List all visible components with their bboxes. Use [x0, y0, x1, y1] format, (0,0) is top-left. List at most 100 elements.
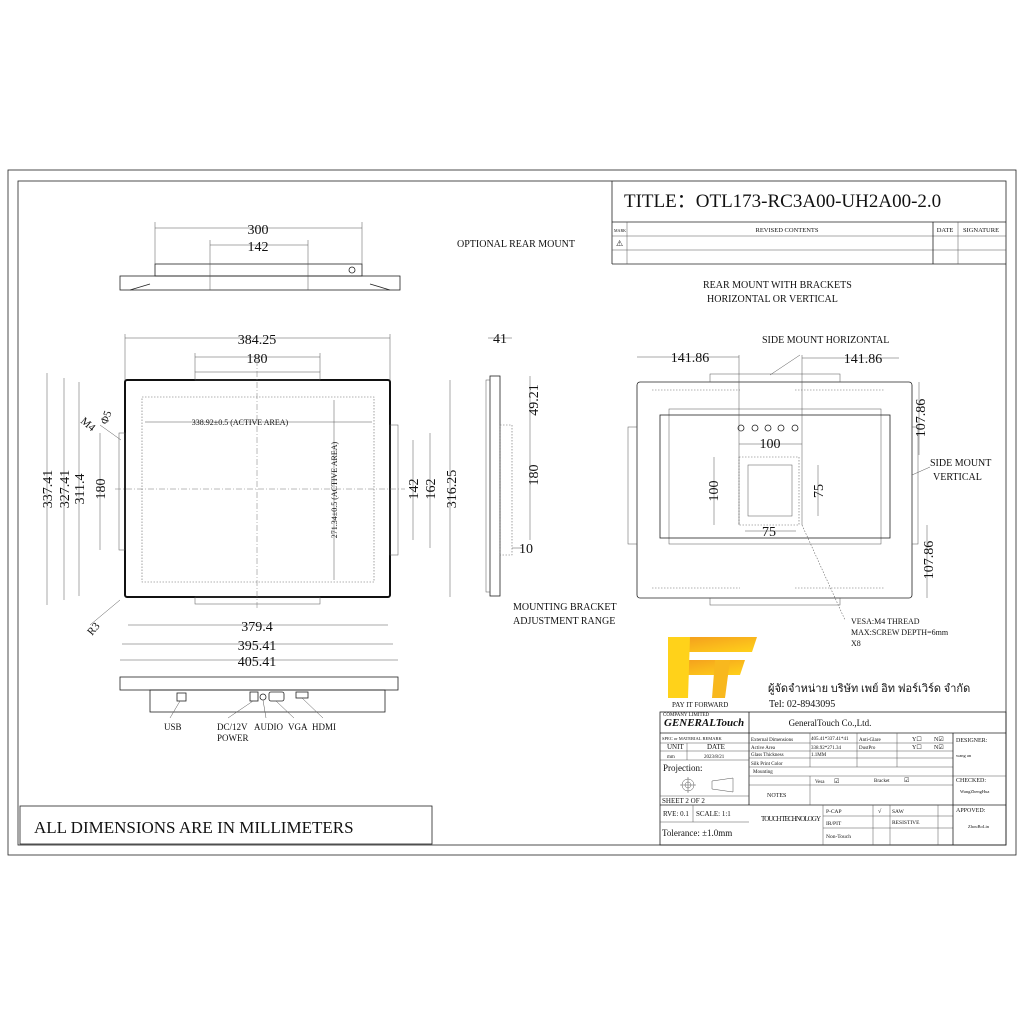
anti-glare-label: Anti-Glare — [859, 738, 881, 743]
active-area-height: 271.34±0.5 (ACTIVE AREA) — [330, 441, 339, 538]
mark-header: MARK — [614, 228, 626, 233]
side-mount-vertical-label-2: VERTICAL — [933, 472, 982, 483]
company-limited-text: COMPANY LIMITED — [663, 713, 710, 718]
projection-symbol-icon — [680, 777, 734, 793]
m4-label: M4 — [78, 415, 98, 434]
dim-300: 300 — [248, 223, 269, 238]
date-value: 2023/8/21 — [704, 755, 725, 760]
rear-mount-label-2: HORIZONTAL OR VERTICAL — [707, 294, 838, 305]
spec-remark-label: SPEC or MATERIAL REMARK — [662, 736, 722, 741]
revision-value: RVE: 0.1 — [663, 810, 689, 818]
dim-180-side: 180 — [527, 465, 542, 486]
dim-10: 10 — [519, 542, 533, 557]
hdmi-port — [295, 691, 309, 699]
resistive-label: RESISTIVE — [892, 820, 920, 826]
company-name: GeneralTouch Co.,Ltd. — [789, 718, 872, 728]
tolerance-value: Tolerance: ±1.0mm — [662, 828, 732, 838]
checked-label: CHECKED: — [956, 778, 986, 784]
bracket-mount-checkbox: ☑ — [904, 777, 909, 784]
units-note: ALL DIMENSIONS ARE IN MILLIMETERS — [34, 818, 354, 837]
optional-rear-mount-label: OPTIONAL REAR MOUNT — [457, 239, 575, 250]
sheet-number: SHEET 2 OF 2 — [662, 797, 705, 805]
signature-header: SIGNATURE — [963, 227, 999, 234]
dim-316-25: 316.25 — [445, 470, 460, 509]
unit-value: mm — [667, 755, 675, 760]
approved-name: ZhouBoLin — [968, 824, 990, 829]
checked-name: WangZhengHua — [960, 789, 989, 794]
power-label: POWER — [217, 733, 249, 743]
notes-label: NOTES — [767, 793, 786, 799]
designer-name: wang an — [956, 753, 972, 758]
dim-141-86-left: 141.86 — [671, 351, 710, 366]
dim-395-41: 395.41 — [238, 639, 277, 654]
units-note-box — [19, 805, 433, 845]
mounting-bracket-label-1: MOUNTING BRACKET — [513, 602, 617, 613]
rear-mount-label-1: REAR MOUNT WITH BRACKETS — [703, 280, 852, 291]
pcap-check: √ — [878, 808, 882, 815]
power-port — [249, 691, 259, 702]
phi5-label: Φ5 — [99, 409, 115, 426]
dim-405-41: 405.41 — [238, 655, 277, 670]
rear-view: 141.86 141.86 100 100 75 75 107.86 107.8… — [627, 335, 991, 648]
pcap-label: P-CAP — [826, 809, 842, 815]
glass-thickness-value: 1.1MM — [811, 753, 827, 758]
connector-view: USB DC/12V POWER AUDIO VGA HDMI — [119, 676, 399, 743]
side-view: 41 49.21 180 10 MOUNTING BRACKET ADJUSTM… — [485, 332, 617, 627]
pay-it-forward-logo: PAY IT FORWARD — [668, 637, 757, 709]
vesa-note-3: X8 — [851, 639, 861, 648]
active-area-width: 338.92±0.5 (ACTIVE AREA) — [192, 418, 289, 427]
glass-thickness-label: Glass Thickness — [751, 753, 784, 758]
vesa-75-horizontal: 75 — [762, 525, 776, 540]
anti-glare-no-checkbox: N☑ — [934, 736, 944, 743]
dim-327-41: 327.41 — [58, 470, 73, 509]
dustpro-no-checkbox: N☑ — [934, 744, 944, 751]
dim-180-top: 180 — [247, 352, 268, 367]
dc-power-label: DC/12V — [217, 722, 248, 732]
dim-41: 41 — [493, 332, 507, 347]
dim-379-4: 379.4 — [241, 620, 273, 635]
bracket-mount-label: Bracket — [874, 779, 890, 784]
anti-glare-yes-checkbox: Y☐ — [912, 736, 922, 743]
dim-162: 162 — [424, 479, 439, 500]
revised-contents-header: REVISED CONTENTS — [755, 227, 818, 234]
dim-107-86-bottom: 107.86 — [922, 541, 937, 580]
outer-border — [7, 169, 1017, 856]
dim-337-41: 337.41 — [41, 470, 56, 509]
distributor-name: ผู้จัดจำหน่าย บริษัท เพย์ อิท ฟอร์เวิร์ด… — [768, 682, 970, 695]
spec-table: GENERALTouch COMPANY LIMITED GeneralTouc… — [659, 711, 1007, 846]
vesa-mount-checkbox: ☑ — [834, 778, 839, 785]
vesa-note-1: VESA:M4 THREAD — [851, 617, 920, 626]
usb-port — [176, 692, 187, 702]
dim-142: 142 — [248, 240, 269, 255]
audio-port — [259, 693, 267, 701]
active-area-value: 338.92*271.34 — [811, 746, 842, 751]
approved-label: APPOVED: — [956, 808, 986, 814]
saw-label: SAW — [892, 809, 905, 815]
hdmi-label: HDMI — [312, 722, 336, 732]
designer-label: DESIGNER: — [956, 738, 988, 744]
mounting-bracket-label-2: ADJUSTMENT RANGE — [513, 616, 615, 627]
side-mount-horizontal-label: SIDE MOUNT HORIZONTAL — [762, 335, 889, 346]
ir-pit-label: IR/PIT — [826, 821, 842, 827]
date-header: DATE — [937, 227, 954, 234]
date-label: DATE — [707, 743, 725, 751]
title-block: TITLE：OTL173-RC3A00-UH2A00-2.0 MARK REVI… — [611, 181, 1006, 265]
vga-port — [268, 691, 285, 702]
top-view: 300 142 — [119, 222, 401, 291]
dim-107-86-top: 107.86 — [914, 399, 929, 438]
usb-label: USB — [164, 722, 182, 732]
external-dimensions-label: External Dimensions — [751, 738, 793, 743]
scale-value: SCALE: 1:1 — [696, 810, 731, 818]
active-area-label: Active Area — [751, 746, 776, 751]
distributor-phone: Tel: 02-8943095 — [769, 699, 835, 710]
non-touch-label: Non-Touch — [826, 834, 851, 840]
dustpro-yes-checkbox: Y☐ — [912, 744, 922, 751]
logo-text: PAY IT FORWARD — [672, 701, 728, 709]
vga-label: VGA — [288, 722, 308, 732]
side-mount-vertical-label-1: SIDE MOUNT — [930, 458, 991, 469]
dim-311-4: 311.4 — [73, 474, 88, 505]
vesa-100-horizontal: 100 — [760, 437, 781, 452]
dustpro-label: DustPro — [859, 746, 876, 751]
silk-print-color-label: Silk Print Color — [751, 762, 783, 767]
